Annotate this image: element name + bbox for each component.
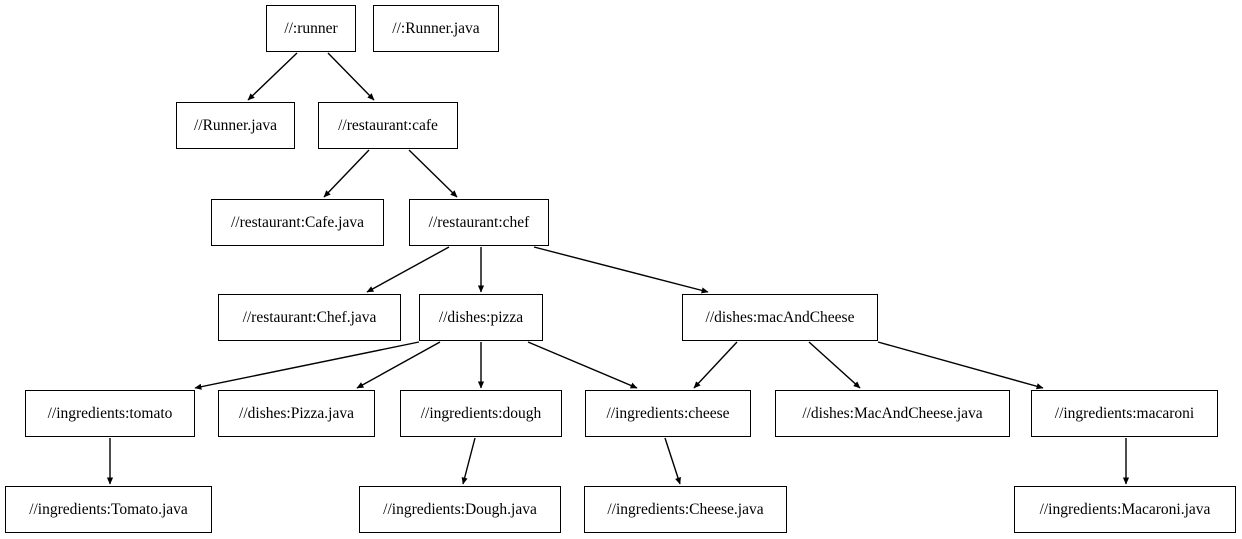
graph-node-dishes_macandcheese: //dishes:macAndCheese [682, 294, 878, 341]
graph-node-label: //:Runner.java [392, 19, 480, 37]
graph-node-label: //restaurant:chef [428, 213, 530, 231]
graph-node-label: //restaurant:Cafe.java [231, 213, 364, 231]
graph-node-runner_java: //Runner.java [176, 102, 295, 149]
graph-edge-dishes_pizza-to-dishes_pizza_java [356, 341, 441, 389]
graph-node-ing_tomato: //ingredients:tomato [25, 390, 195, 437]
graph-node-ing_tomato_java: //ingredients:Tomato.java [5, 486, 212, 533]
graph-node-dishes_macandcheese_java: //dishes:MacAndCheese.java [775, 390, 1010, 437]
graph-edge-dishes_pizza-to-ing_cheese [527, 341, 638, 389]
graph-node-runner: //:runner [266, 5, 356, 52]
graph-node-dishes_pizza_java: //dishes:Pizza.java [218, 390, 375, 437]
graph-node-restaurant_cafe_java: //restaurant:Cafe.java [211, 199, 384, 246]
graph-node-runner_java_root: //:Runner.java [373, 5, 499, 52]
graph-edge-dishes_macandcheese-to-dishes_macandcheese_java [808, 341, 861, 389]
graph-edge-restaurant_cafe-to-restaurant_cafe_java [323, 149, 370, 198]
graph-edge-restaurant_cafe-to-restaurant_chef [408, 149, 458, 198]
graph-node-label: //dishes:macAndCheese [705, 308, 855, 326]
graph-node-label: //:runner [284, 19, 338, 37]
graph-edge-runner-to-runner_java [247, 52, 298, 101]
graph-node-label: //ingredients:Dough.java [383, 500, 537, 518]
graph-edge-dishes_pizza-to-ing_tomato [194, 341, 420, 390]
graph-node-label: //ingredients:Tomato.java [29, 500, 188, 518]
graph-node-ing_macaroni: //ingredients:macaroni [1031, 390, 1218, 437]
graph-edge-dishes_macandcheese-to-ing_macaroni [877, 341, 1044, 390]
graph-node-label: //ingredients:dough [420, 404, 542, 422]
graph-node-ing_cheese_java: //ingredients:Cheese.java [584, 486, 787, 533]
graph-node-ing_macaroni_java: //ingredients:Macaroni.java [1014, 486, 1236, 533]
graph-node-label: //ingredients:tomato [47, 404, 173, 422]
graph-node-label: //ingredients:Macaroni.java [1039, 500, 1211, 518]
graph-node-label: //ingredients:cheese [606, 404, 730, 422]
graph-node-label: //dishes:Pizza.java [239, 404, 354, 422]
graph-edge-dishes_macandcheese-to-ing_cheese [693, 341, 738, 389]
graph-node-label: //dishes:pizza [438, 308, 524, 326]
graph-node-label: //restaurant:Chef.java [242, 308, 377, 326]
graph-edge-ing_cheese-to-ing_cheese_java [664, 437, 681, 485]
graph-edge-ing_dough-to-ing_dough_java [461, 437, 476, 485]
graph-node-label: //ingredients:macaroni [1054, 404, 1195, 422]
graph-node-ing_dough: //ingredients:dough [400, 390, 562, 437]
graph-node-restaurant_chef: //restaurant:chef [409, 199, 549, 246]
graph-node-label: //ingredients:Cheese.java [607, 500, 764, 518]
graph-node-label: //Runner.java [193, 116, 278, 134]
graph-node-dishes_pizza: //dishes:pizza [419, 294, 543, 341]
graph-node-restaurant_cafe: //restaurant:cafe [318, 102, 458, 149]
graph-node-label: //dishes:MacAndCheese.java [802, 404, 983, 422]
graph-edge-runner-to-restaurant_cafe [327, 52, 375, 101]
graph-node-label: //restaurant:cafe [338, 116, 438, 134]
graph-edge-restaurant_chef-to-restaurant_chef_java [366, 246, 450, 293]
graph-node-restaurant_chef_java: //restaurant:Chef.java [218, 294, 401, 341]
graph-node-ing_cheese: //ingredients:cheese [585, 390, 751, 437]
graph-node-ing_dough_java: //ingredients:Dough.java [359, 486, 561, 533]
graph-edge-restaurant_chef-to-dishes_macandcheese [533, 246, 709, 294]
